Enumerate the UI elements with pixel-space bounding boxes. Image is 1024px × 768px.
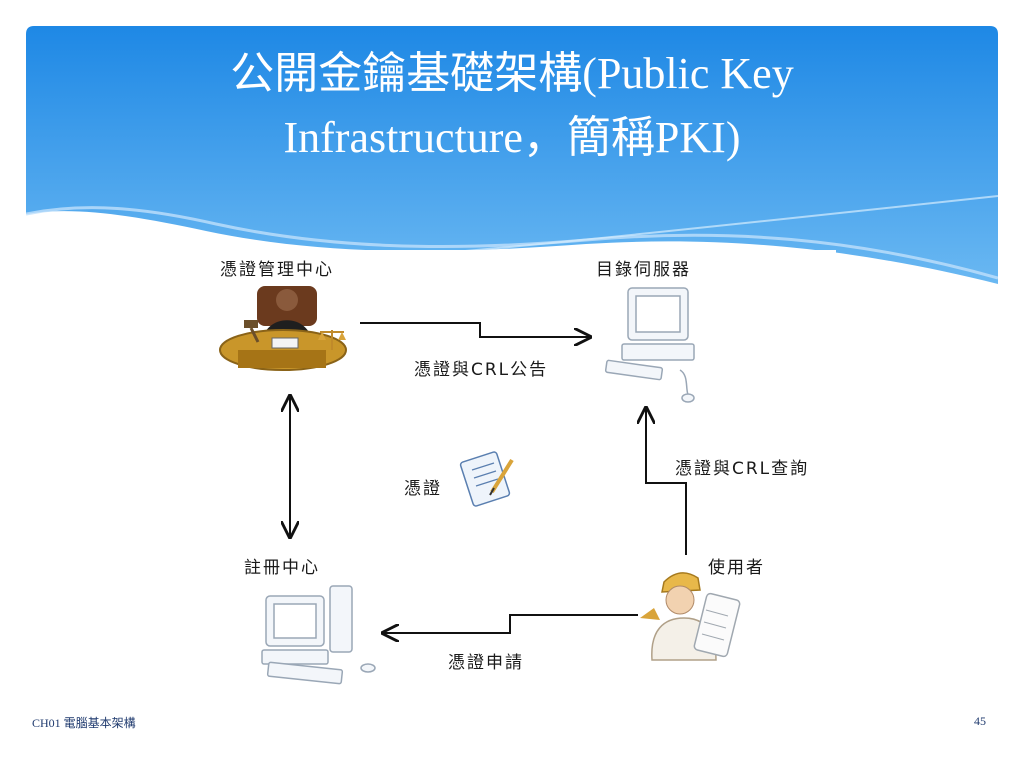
apply-label: 憑證申請: [448, 653, 524, 673]
certificate-label: 憑證: [404, 479, 442, 499]
publish-label: 憑證與CRL公告: [414, 360, 548, 380]
footer-chapter: CH01 電腦基本架構: [32, 716, 136, 730]
user-label: 使用者: [708, 557, 765, 578]
directory-computer-icon: [604, 287, 695, 403]
page-number: 45: [974, 714, 986, 728]
slide-title: 公開金鑰基礎架構(Public Key Infrastructure，簡稱PKI…: [26, 42, 998, 170]
ca-judge-icon: [219, 286, 347, 371]
ca-label: 憑證管理中心: [220, 260, 334, 280]
title-line-2: Infrastructure，簡稱PKI): [283, 113, 741, 162]
apply-arrow: [383, 614, 638, 633]
ra-label: 註冊中心: [244, 558, 320, 578]
query-arrow: [646, 408, 687, 555]
header-band: [26, 26, 998, 284]
ra-computer-icon: [261, 585, 376, 685]
publish-arrow: [360, 322, 590, 337]
certificate-document-icon: [459, 451, 514, 507]
user-worker-icon: [640, 572, 741, 661]
directory-label: 目錄伺服器: [596, 260, 691, 280]
query-label: 憑證與CRL查詢: [675, 459, 809, 479]
title-line-1: 公開金鑰基礎架構(Public Key: [230, 49, 794, 98]
